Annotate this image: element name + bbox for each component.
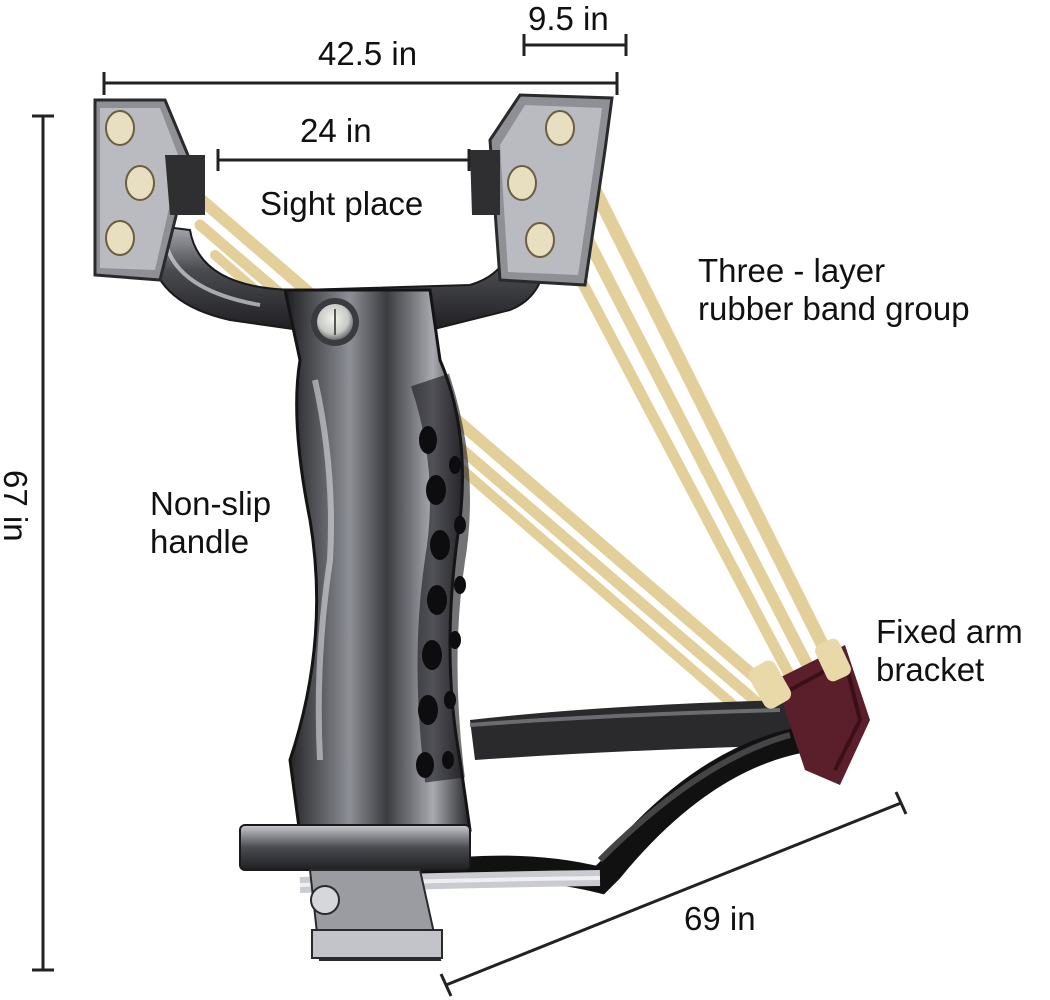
arm-brace <box>299 700 813 895</box>
overall-width-label: 42.5 in <box>318 35 418 72</box>
slingshot-frame <box>93 93 614 331</box>
fixed-arm-bracket-label-line2: bracket <box>876 650 985 688</box>
non-slip-handle-label-line1: Non-slip <box>150 485 272 522</box>
non-slip-handle-label: Non-slip handle <box>150 485 271 561</box>
compass-sight <box>311 298 359 346</box>
sight-place-label: Sight place <box>260 185 424 222</box>
fixed-arm-bracket-label-line1: Fixed arm <box>876 613 1023 650</box>
dimension-lines <box>32 34 908 997</box>
grip-holes <box>416 426 466 778</box>
band-pegs <box>105 110 575 258</box>
non-slip-handle-label-line2: handle <box>150 522 250 560</box>
slingshot-handle <box>239 288 472 961</box>
fixed-arm-bracket <box>748 638 870 785</box>
sight-width-label: 24 in <box>300 112 372 149</box>
rubber-band-label-line1: Three - layer <box>698 252 886 289</box>
fork-tip-width-label: 9.5 in <box>528 0 609 37</box>
fixed-arm-bracket-label: Fixed arm bracket <box>876 613 1023 689</box>
rubber-band-label-line2: rubber band group <box>698 289 970 327</box>
height-label: 67 in <box>0 470 34 542</box>
rubber-band-label: Three - layer rubber band group <box>698 252 970 328</box>
depth-label: 69 in <box>684 900 756 937</box>
